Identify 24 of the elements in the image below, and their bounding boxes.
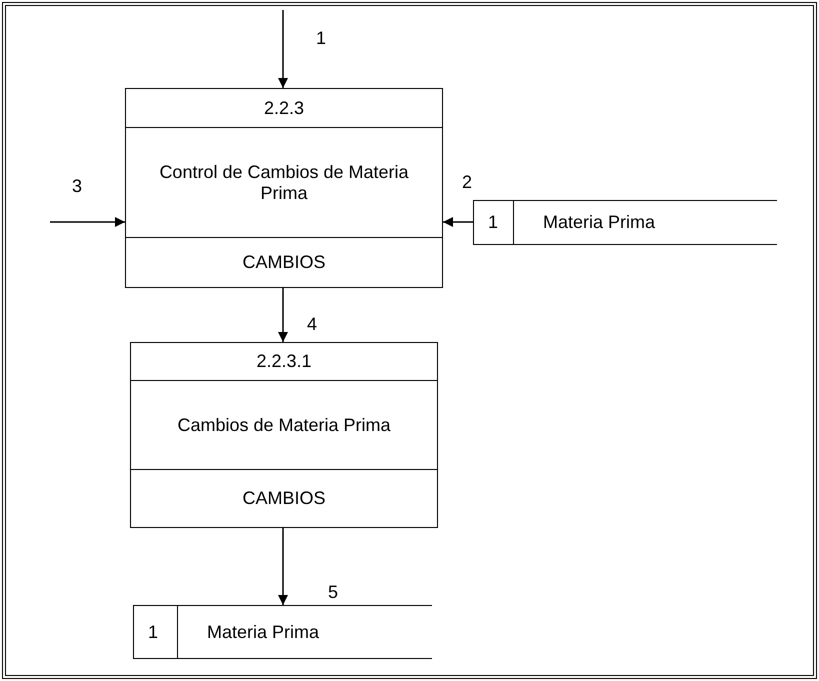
arrow	[278, 10, 288, 88]
edge-label: 4	[307, 314, 318, 335]
data-store	[133, 605, 432, 659]
edge-label: 3	[72, 176, 82, 197]
edge-label: 2	[462, 172, 472, 193]
store-number: 1	[148, 620, 158, 644]
store-name: Materia Prima	[207, 620, 320, 644]
store-number: 1	[488, 211, 498, 234]
arrow	[50, 217, 125, 227]
process-name: Cambios de Materia Prima	[177, 414, 391, 436]
process-name: Control de Cambios de Materia Prima	[158, 162, 410, 204]
process-box	[125, 88, 443, 288]
process-number: 2.2.3.1	[256, 351, 312, 372]
edge-label: 1	[316, 28, 326, 49]
arrow	[443, 217, 473, 227]
process-number: 2.2.3	[264, 98, 304, 119]
arrow	[278, 528, 288, 605]
store-name: Materia Prima	[543, 211, 656, 234]
process-location: CAMBIOS	[242, 488, 326, 510]
process-box	[130, 342, 438, 528]
process-location: CAMBIOS	[242, 252, 326, 273]
arrow	[278, 288, 288, 342]
edge-label: 5	[328, 582, 338, 603]
data-store	[473, 200, 777, 245]
